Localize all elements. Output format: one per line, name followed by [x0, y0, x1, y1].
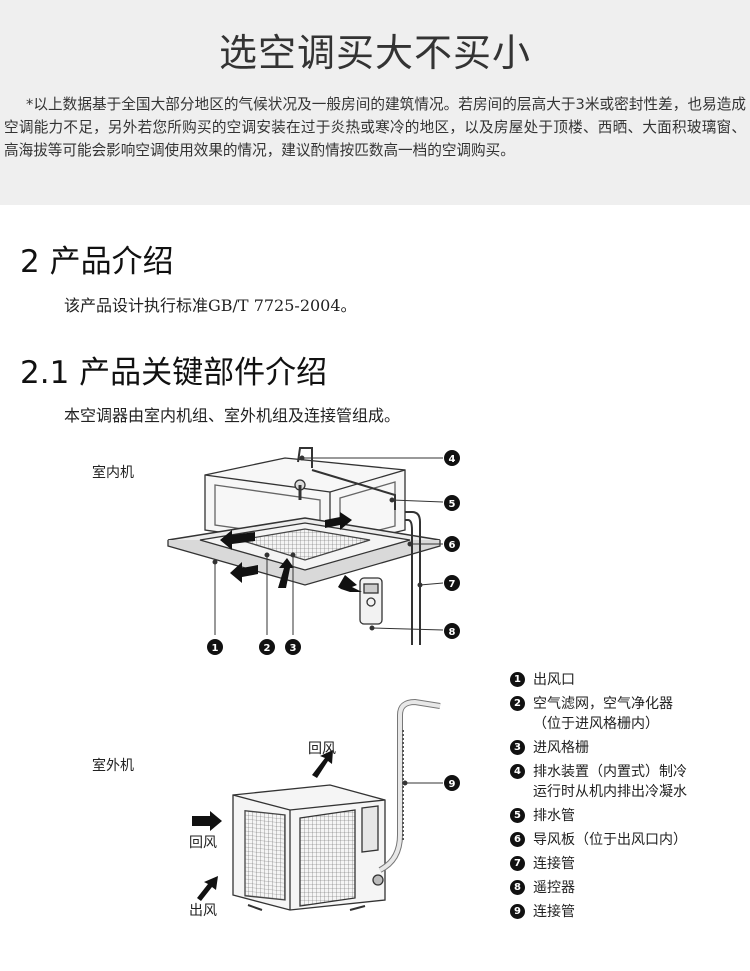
callout-8: 8 — [444, 623, 460, 639]
page-title: 选空调买大不买小 — [218, 31, 531, 75]
legend-number: 7 — [510, 856, 525, 871]
callout-5: 5 — [444, 495, 460, 511]
svg-text:2: 2 — [264, 643, 271, 654]
return-air-left-label: 回风 — [189, 835, 217, 851]
callout-7: 7 — [444, 575, 460, 591]
indoor-leader-lines — [212, 455, 444, 635]
outlet-air-label: 出风 — [189, 903, 217, 919]
legend-text: 连接管 — [533, 904, 575, 920]
legend-item: 8 遥控器 — [508, 878, 748, 898]
legend-number: 1 — [510, 672, 525, 687]
legend-text: 导风板（位于出风口内） — [533, 832, 687, 848]
legend-text: 空气滤网，空气净化器 — [533, 696, 673, 712]
legend-number: 4 — [510, 764, 525, 779]
legend-text: 遥控器 — [533, 880, 575, 896]
legend-number: 8 — [510, 880, 525, 895]
svg-text:1: 1 — [212, 643, 219, 654]
callout-badges: 1 2 3 4 5 6 7 8 9 — [207, 450, 460, 791]
indoor-unit-label: 室内机 — [92, 465, 134, 481]
legend-text: 进风格栅 — [533, 740, 589, 756]
legend-text: 出风口 — [533, 672, 575, 688]
callout-4: 4 — [444, 450, 460, 466]
callout-9: 9 — [444, 775, 460, 791]
legend-item: 9 连接管 — [508, 902, 748, 922]
legend-item: 1 出风口 — [508, 670, 748, 690]
legend-text-2: 运行时从机内排出冷凝水 — [533, 784, 687, 800]
legend-number: 5 — [510, 808, 525, 823]
callout-3: 3 — [285, 639, 301, 655]
svg-text:7: 7 — [449, 579, 456, 590]
legend-text: 排水装置（内置式）制冷 — [533, 764, 687, 780]
legend-text: 排水管 — [533, 808, 575, 824]
callout-6: 6 — [444, 536, 460, 552]
legend-item: 7 连接管 — [508, 854, 748, 874]
svg-text:6: 6 — [449, 540, 456, 551]
legend-item: 5 排水管 — [508, 806, 748, 826]
legend-number: 9 — [510, 904, 525, 919]
legend-item: 2 空气滤网，空气净化器 （位于进风格栅内） — [508, 694, 748, 734]
legend-text-2: （位于进风格栅内） — [533, 716, 659, 732]
legend-number: 2 — [510, 696, 525, 711]
svg-text:5: 5 — [449, 499, 456, 510]
svg-text:4: 4 — [449, 454, 456, 465]
legend-number: 3 — [510, 740, 525, 755]
outdoor-unit-illustration — [232, 698, 441, 911]
section-2-text: 该产品设计执行标准GB/T 7725-2004。 — [64, 296, 357, 315]
parts-legend: 1 出风口 2 空气滤网，空气净化器 （位于进风格栅内） 3 进风格栅 4 排水装置（内置… — [508, 670, 748, 926]
outdoor-unit-label: 室外机 — [92, 758, 134, 774]
section-2-1-text: 本空调器由室内机组、室外机组及连接管组成。 — [64, 406, 401, 425]
callout-1: 1 — [207, 639, 223, 655]
legend-item: 3 进风格栅 — [508, 738, 748, 758]
indoor-airflow-arrows — [220, 512, 362, 592]
section-2-1-heading: 2.1 产品关键部件介绍 — [20, 355, 328, 391]
legend-item: 4 排水装置（内置式）制冷运行时从机内排出冷凝水 — [508, 762, 748, 802]
unit-diagram: 1 2 3 4 5 6 7 8 9 — [167, 447, 460, 911]
legend-text: 连接管 — [533, 856, 575, 872]
callout-2: 2 — [259, 639, 275, 655]
legend-number: 6 — [510, 832, 525, 847]
svg-text:3: 3 — [290, 643, 297, 654]
outdoor-leader-line — [402, 780, 443, 786]
svg-text:9: 9 — [449, 779, 456, 790]
svg-text:8: 8 — [449, 627, 456, 638]
capacity-note: *以上数据基于全国大部分地区的气候状况及一般房间的建筑情况。若房间的层高大于3米… — [4, 96, 746, 159]
indoor-unit-illustration — [167, 447, 441, 645]
outdoor-airflow-arrows — [192, 750, 333, 901]
header-band — [0, 0, 750, 205]
legend-item: 6 导风板（位于出风口内） — [508, 830, 748, 850]
section-2-heading: 2 产品介绍 — [20, 244, 174, 280]
